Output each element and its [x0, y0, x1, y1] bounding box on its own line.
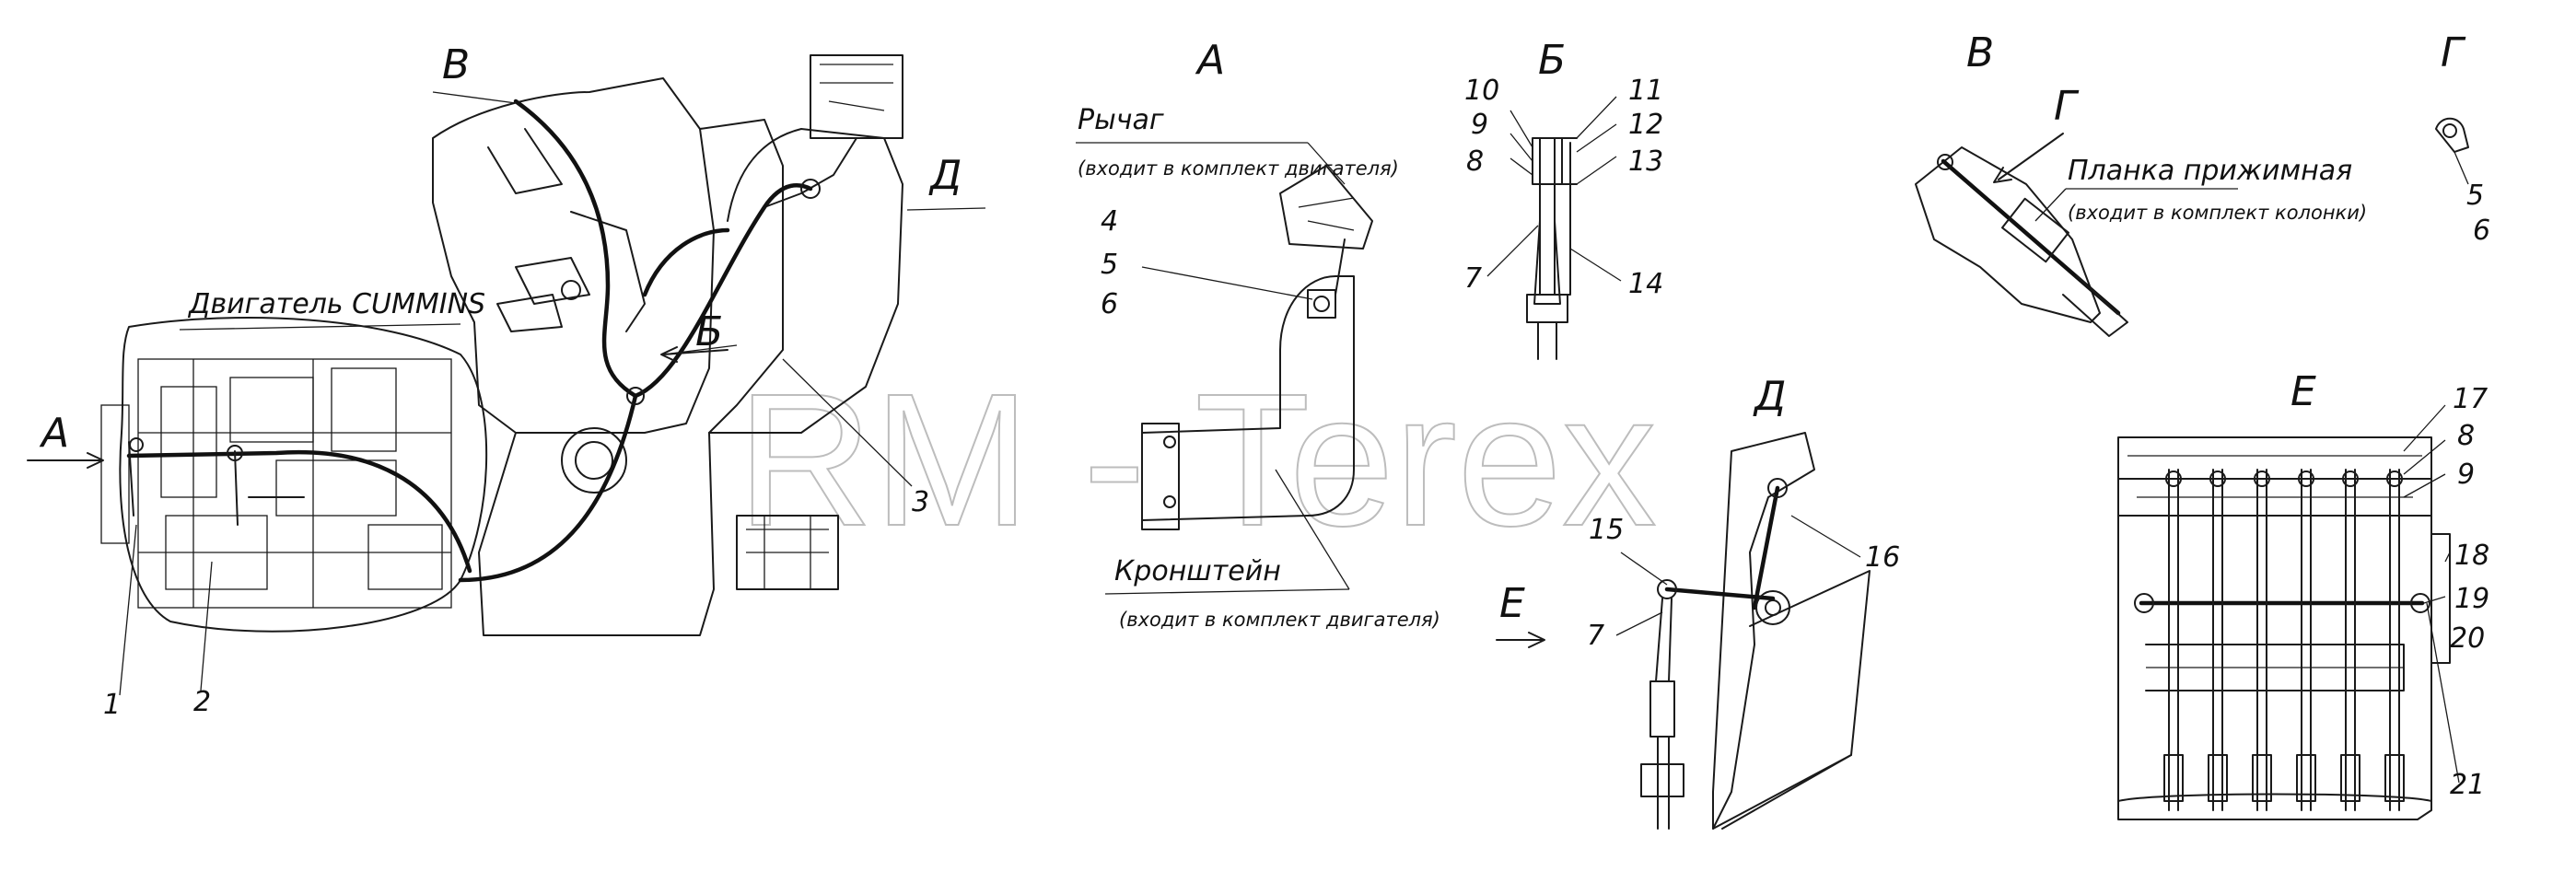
- callout-d-15: 15: [1589, 514, 1624, 546]
- callout-a-4: 4: [1101, 205, 1118, 238]
- callout-b-10: 10: [1464, 75, 1499, 107]
- callout-e-19: 19: [2454, 583, 2489, 615]
- view-label-d: Д: [928, 152, 962, 199]
- view-a-title: А: [1195, 37, 1225, 84]
- callout-b-14: 14: [1628, 268, 1663, 300]
- view-d-title: Д: [1753, 373, 1786, 420]
- callout-d-7: 7: [1587, 620, 1604, 652]
- engine-label: Двигатель CUMMINS: [187, 288, 485, 320]
- callout-e-17: 17: [2453, 383, 2488, 415]
- engine-detail-region: [100, 317, 488, 633]
- callout-e-18: 18: [2454, 540, 2489, 572]
- view-arrow-b: [660, 346, 729, 363]
- view-g-title: Г: [2441, 29, 2466, 76]
- view-e: Е: [2117, 368, 2489, 820]
- view-e-title: Е: [2290, 368, 2316, 415]
- callout-e-8: 8: [2457, 420, 2475, 452]
- callout-e-20: 20: [2450, 622, 2485, 655]
- callout-1: 1: [103, 689, 121, 721]
- callout-e-9: 9: [2457, 459, 2475, 491]
- callout-b-9: 9: [1471, 109, 1488, 141]
- callout-3: 3: [912, 486, 929, 518]
- callout-e-21: 21: [2450, 769, 2485, 801]
- view-g-marker: Г: [2054, 83, 2080, 130]
- view-label-b: Б: [695, 308, 723, 355]
- callout-g-5: 5: [2466, 180, 2484, 212]
- view-e-marker: Е: [1499, 580, 1525, 627]
- callout-a-6: 6: [1101, 288, 1118, 320]
- bracket-label: Кронштейн: [1114, 555, 1281, 587]
- view-v-title: В: [1966, 29, 1994, 76]
- plate-note: (входит в комплект колонки): [2068, 202, 2367, 224]
- callout-b-7: 7: [1464, 262, 1482, 295]
- callout-b-12: 12: [1628, 109, 1663, 141]
- callout-2: 2: [193, 686, 211, 718]
- lever-note: (входит в комплект двигателя): [1078, 157, 1399, 180]
- view-label-v: В: [442, 41, 470, 88]
- view-g: Г 5 6: [2435, 29, 2490, 247]
- callout-a-5: 5: [1101, 249, 1118, 281]
- callout-b-13: 13: [1628, 145, 1663, 178]
- view-v: В Г Планка прижимная (входит в комплект …: [1915, 29, 2367, 337]
- view-arrow-a: [27, 452, 104, 469]
- rod-array: [2163, 469, 2405, 811]
- view-b-title: Б: [1538, 37, 1566, 84]
- lever-label: Рычаг: [1078, 104, 1164, 136]
- view-b: Б 10 9 8 7 11 12 13 14: [1464, 37, 1663, 360]
- plate-label: Планка прижимная: [2068, 155, 2352, 187]
- view-label-a: А: [39, 410, 69, 457]
- bracket-note: (входит в комплект двигателя): [1119, 609, 1440, 631]
- watermark: RM - Terex: [737, 354, 1657, 565]
- cab-console-region: [432, 54, 903, 636]
- view-d: Д Е 15 16 7: [1496, 373, 1900, 830]
- callout-g-6: 6: [2473, 215, 2490, 247]
- callout-b-8: 8: [1466, 145, 1484, 178]
- callout-b-11: 11: [1628, 75, 1663, 107]
- callout-d-16: 16: [1865, 541, 1900, 574]
- view-a: А Рычаг (входит в комплект двигателя) 4 …: [1076, 37, 1440, 631]
